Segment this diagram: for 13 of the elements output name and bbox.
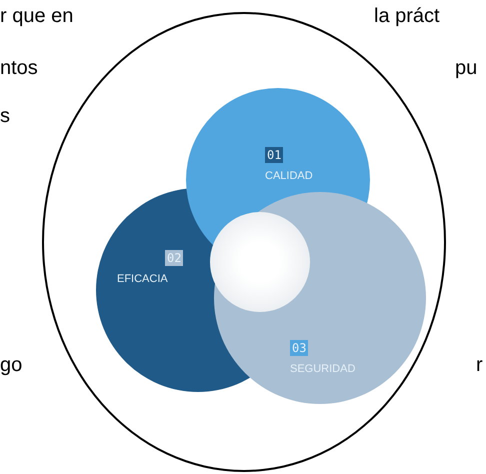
text-fragment: s (0, 104, 10, 128)
number-badge: 03 (290, 340, 308, 356)
number-badge: 01 (265, 147, 284, 163)
text-fragment: pu (455, 56, 478, 80)
text-fragment: r (476, 353, 483, 377)
circle-label: CALIDAD (265, 169, 313, 183)
circle-label: SEGURIDAD (290, 362, 356, 376)
number-badge: 02 (165, 250, 184, 266)
text-fragment: r que en (0, 4, 74, 28)
circle-label: EFICACIA (117, 272, 168, 286)
text-fragment: ntos (0, 56, 38, 80)
text-fragment: la práct (374, 4, 440, 28)
text-fragment: go (0, 353, 22, 377)
